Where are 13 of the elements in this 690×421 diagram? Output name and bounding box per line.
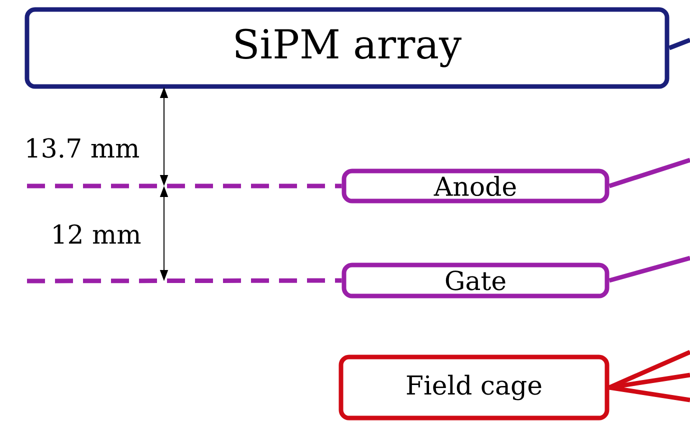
leader-line — [608, 372, 690, 390]
dashed-line — [27, 184, 342, 188]
labeled-box: SiPM array — [24, 7, 670, 89]
leader-line — [608, 158, 690, 188]
dimension-label: 13.7 mm — [27, 138, 139, 158]
labeled-box: Anode — [342, 168, 610, 204]
leader-line — [608, 256, 690, 283]
dimension-label: 12 mm — [54, 224, 141, 244]
leader-line — [608, 385, 690, 402]
dashed-line — [27, 278, 342, 284]
labeled-box: Field cage — [338, 354, 610, 420]
leader-line — [668, 38, 690, 50]
labeled-box: Gate — [342, 262, 610, 298]
